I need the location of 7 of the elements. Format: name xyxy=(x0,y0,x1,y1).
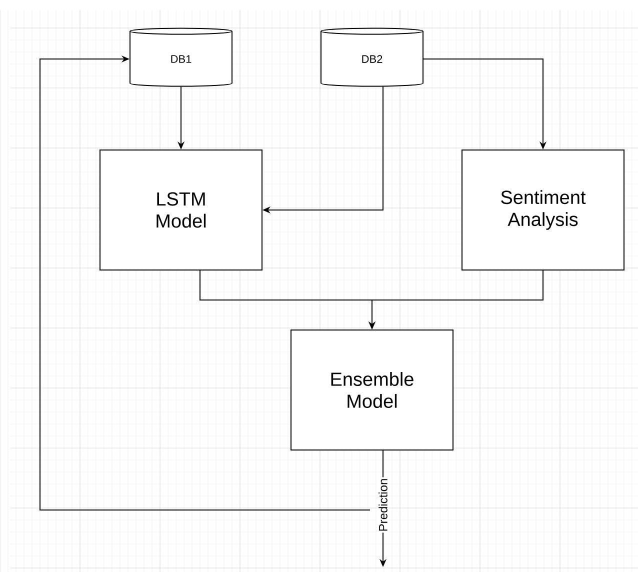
database-cylinder: DB1 xyxy=(130,28,232,87)
process-box: Sentiment Analysis xyxy=(462,150,624,270)
process-box: LSTM Model xyxy=(100,150,262,270)
arrow xyxy=(40,55,370,510)
edge-label: Prediction xyxy=(378,477,388,533)
database-cylinder: DB2 xyxy=(320,28,424,87)
process-box: Ensemble Model xyxy=(290,330,454,450)
